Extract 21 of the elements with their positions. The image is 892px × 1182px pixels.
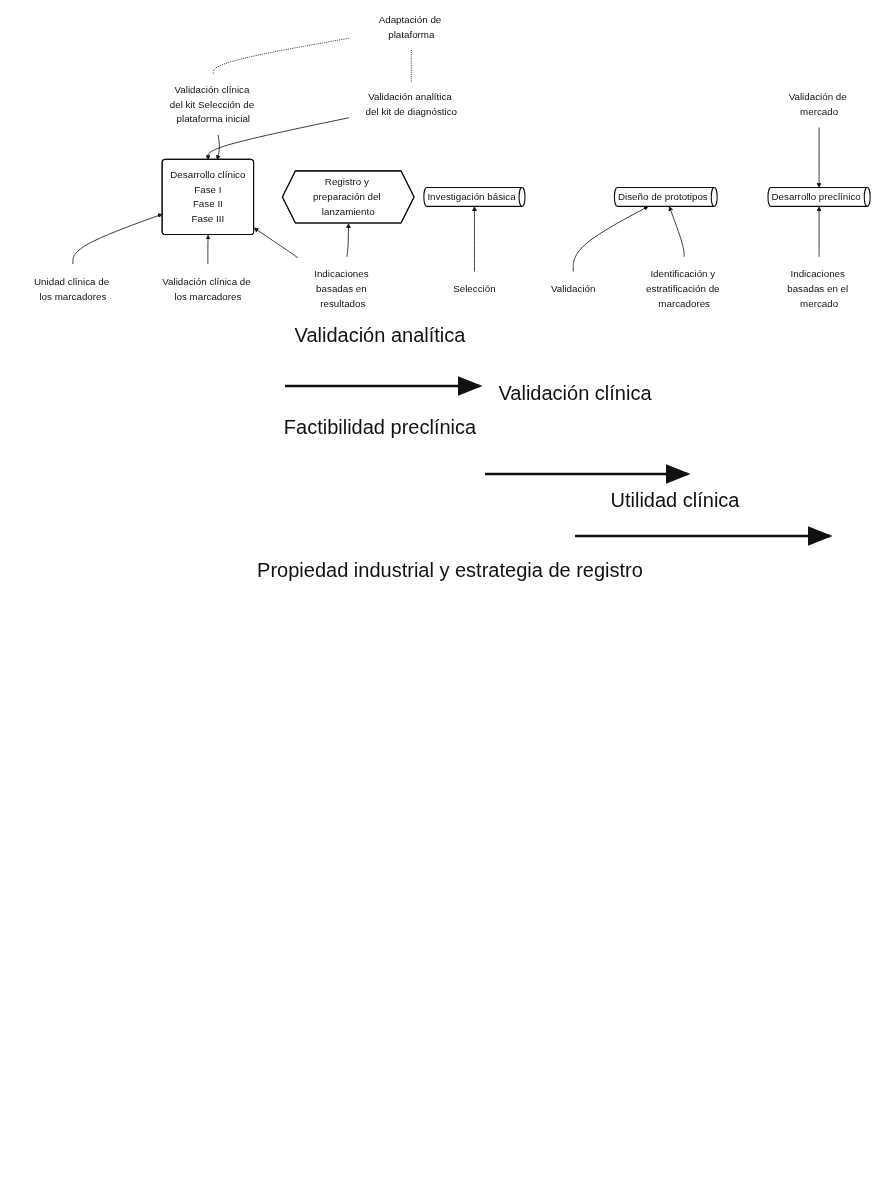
node-text: Investigación básica	[427, 191, 516, 203]
phase-label: Utilidad clínica	[609, 488, 741, 512]
phase-label: Validación clínica	[497, 381, 653, 405]
phase-label: Factibilidad preclínica	[282, 415, 478, 439]
node-text: Selección	[453, 283, 496, 295]
phase-label: Propiedad industrial y estrategia de registro	[256, 558, 644, 582]
node-text: Identificación y estratificación de marcadores	[646, 268, 720, 310]
node-text: Indicaciones basadas en resultados	[314, 268, 369, 310]
phase-label: Validación analítica	[293, 323, 467, 347]
node-text: Unidad clínica de los marcadores	[34, 276, 110, 302]
node-text: Adaptación de plataforma	[378, 14, 442, 40]
node-text: Validación	[551, 283, 596, 295]
node-text: Validación de mercado	[788, 91, 847, 118]
node-text: Validación analítica del kit de diagnóstico	[365, 91, 458, 118]
node-text: Indicaciones basadas en el mercado	[787, 268, 849, 310]
node-text: Validación clínica del kit Selección de plataforma inicial	[169, 84, 255, 125]
node-text: Diseño de prototipos	[617, 191, 708, 203]
node-text: Desarrollo preclínico	[771, 191, 861, 203]
connector	[212, 37, 350, 75]
connector	[410, 49, 412, 83]
node-text: Validación clínica de los marcadores	[162, 276, 251, 302]
